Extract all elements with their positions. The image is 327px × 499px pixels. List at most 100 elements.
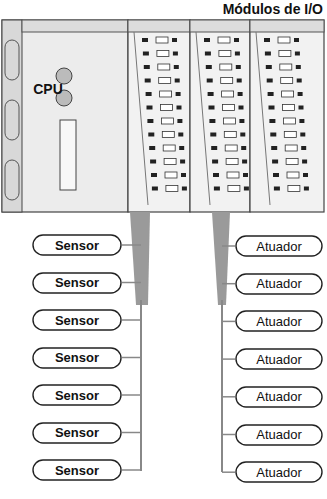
terminal-screw xyxy=(172,38,177,42)
io-terminal xyxy=(161,118,173,124)
io-led xyxy=(206,65,212,69)
oval-border xyxy=(236,462,322,482)
io-led xyxy=(212,160,218,164)
io-terminal xyxy=(283,105,295,111)
terminal-screw xyxy=(302,160,307,164)
io-wire xyxy=(122,394,141,396)
terminal-screw xyxy=(242,160,247,164)
oval-border xyxy=(33,460,121,480)
terminal-screw xyxy=(299,106,304,110)
io-led xyxy=(147,106,153,110)
io-terminal xyxy=(218,37,230,43)
io-led xyxy=(266,65,272,69)
io-terminal xyxy=(166,186,178,192)
io-led xyxy=(152,187,158,191)
oval-border xyxy=(33,273,121,293)
node-label: Atuador xyxy=(256,465,302,480)
io-terminal xyxy=(165,172,177,178)
io-terminal xyxy=(284,132,296,138)
io-led xyxy=(207,79,213,83)
io-terminal xyxy=(228,186,240,192)
io-module xyxy=(250,20,324,212)
node-label: Sensor xyxy=(55,313,99,328)
io-led xyxy=(269,119,275,123)
oval-border xyxy=(236,274,322,294)
terminal-screw xyxy=(236,65,241,69)
rail-slot xyxy=(5,100,19,140)
io-terminal xyxy=(158,64,170,70)
io-wire xyxy=(122,469,141,471)
io-terminal xyxy=(286,159,298,165)
sensor-oval: Sensor xyxy=(32,422,122,444)
io-led xyxy=(264,38,270,42)
io-terminal xyxy=(161,105,173,111)
terminal-screw xyxy=(239,106,244,110)
io-wire xyxy=(122,282,141,284)
io-led xyxy=(205,52,211,56)
io-terminal xyxy=(225,145,237,151)
node-label: Sensor xyxy=(55,238,99,253)
io-wire xyxy=(222,471,235,473)
memory-slot xyxy=(60,120,76,190)
node-label: Atuador xyxy=(256,314,302,329)
input-bus-wire xyxy=(140,300,142,471)
terminal-screw xyxy=(174,65,179,69)
module-top xyxy=(250,20,324,32)
terminal-screw xyxy=(243,173,248,177)
io-led xyxy=(270,133,276,137)
io-terminal xyxy=(226,159,238,165)
io-led xyxy=(144,65,150,69)
io-led xyxy=(214,187,220,191)
io-terminal xyxy=(278,37,290,43)
node-label: Atuador xyxy=(256,427,302,442)
oval-border xyxy=(236,425,322,445)
io-terminal xyxy=(162,132,174,138)
io-wire xyxy=(122,357,141,359)
terminal-screw xyxy=(304,187,309,191)
terminal-screw xyxy=(180,160,185,164)
node-label: Sensor xyxy=(55,463,99,478)
sensor-oval: Sensor xyxy=(32,234,122,256)
sensor-oval: Sensor xyxy=(32,384,122,406)
io-module xyxy=(190,20,250,212)
oval-border xyxy=(33,235,121,255)
sensor-oval: Sensor xyxy=(32,459,122,481)
sensor-oval: Sensor xyxy=(32,272,122,294)
io-led xyxy=(145,79,151,83)
io-led xyxy=(151,173,157,177)
io-wire xyxy=(122,432,141,434)
module-edge xyxy=(134,32,148,205)
oval-border xyxy=(33,423,121,443)
io-led xyxy=(274,187,280,191)
terminal-screw xyxy=(178,133,183,137)
io-terminal xyxy=(288,186,300,192)
input-bus xyxy=(130,212,150,305)
side-rail xyxy=(2,20,22,212)
io-led xyxy=(146,92,152,96)
io-led xyxy=(148,133,154,137)
terminal-screw xyxy=(182,187,187,191)
output-bus xyxy=(212,212,230,305)
node-label: Atuador xyxy=(256,389,302,404)
io-terminal xyxy=(159,78,171,84)
output-bus-wire xyxy=(221,300,223,472)
terminal-screw xyxy=(300,133,305,137)
terminal-screw xyxy=(244,187,249,191)
sensor-oval: Sensor xyxy=(32,347,122,369)
node-label: Sensor xyxy=(55,425,99,440)
io-led xyxy=(268,92,274,96)
terminal-screw xyxy=(295,52,300,56)
io-wire xyxy=(222,396,235,398)
actuator-oval: Atuador xyxy=(235,348,323,370)
io-wire xyxy=(222,245,235,247)
terminal-screw xyxy=(234,38,239,42)
io-terminal xyxy=(285,145,297,151)
io-led xyxy=(209,119,215,123)
io-led xyxy=(149,146,155,150)
terminal-screw xyxy=(298,92,303,96)
io-terminal xyxy=(223,118,235,124)
io-led xyxy=(150,160,156,164)
node-label: Atuador xyxy=(256,352,302,367)
io-terminal xyxy=(223,105,235,111)
io-led xyxy=(269,106,275,110)
